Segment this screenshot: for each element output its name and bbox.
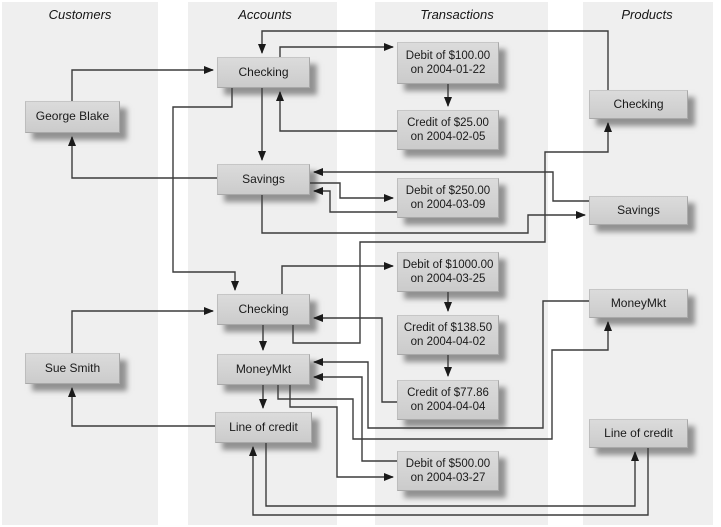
edge-line-of-credit-back-to-product-loc	[265, 443, 639, 507]
column-header-products: Products	[621, 7, 673, 22]
edge-savings-back-to-product-savings	[261, 195, 586, 234]
column-stripe-customers	[2, 2, 158, 525]
edge-checking-george-to-checking-sue	[172, 88, 239, 291]
node-label: Sue Smith	[44, 360, 101, 375]
node-label: MoneyMkt	[610, 295, 667, 310]
edge-product-moneymkt-to-moneymkt	[313, 300, 589, 429]
node-label: Debit of $500.00	[405, 457, 491, 470]
edge-savings-to-debit-250	[310, 182, 394, 202]
node-label: Debit of $250.00	[405, 184, 491, 197]
product-savings: Savings	[589, 196, 688, 225]
account-checking-george: Checking	[217, 57, 310, 88]
edge-credit-25-back-to-checking	[276, 91, 397, 132]
node-label: Debit of $100.00	[405, 49, 491, 62]
edge-checking-sue-back-to-product-checking	[292, 122, 612, 344]
node-label: Credit of $77.86	[407, 386, 489, 399]
column-header-accounts: Accounts	[238, 7, 292, 22]
node-label: Line of credit	[604, 425, 673, 440]
edge-product-loc-to-line-of-credit	[249, 446, 649, 516]
edge-line-of-credit-to-sue-smith	[68, 387, 215, 427]
account-checking-sue: Checking	[217, 294, 310, 325]
txn-credit-77: Credit of $77.86 on 2004-04-04	[397, 380, 499, 420]
edge-sue-smith-to-checking	[71, 307, 214, 353]
edge-debit-250-back-to-savings	[313, 187, 397, 213]
txn-debit-1000: Debit of $1000.00 on 2004-03-25	[397, 252, 499, 292]
node-label: Credit of $25.00	[407, 116, 489, 129]
edge-checking-george-to-debit-100	[279, 43, 394, 57]
node-label-line2: on 2004-03-09	[410, 199, 486, 211]
customer-george-blake: George Blake	[25, 101, 120, 133]
txn-debit-250: Debit of $250.00 on 2004-03-09	[397, 178, 499, 218]
edge-product-savings-to-savings	[313, 168, 589, 202]
txn-debit-500: Debit of $500.00 on 2004-03-27	[397, 451, 499, 491]
product-line-of-credit: Line of credit	[589, 419, 688, 448]
txn-credit-25: Credit of $25.00 on 2004-02-05	[397, 110, 499, 150]
node-label-line2: on 2004-02-05	[410, 131, 486, 143]
txn-debit-100: Debit of $100.00 on 2004-01-22	[397, 42, 499, 84]
node-label: Savings	[617, 202, 660, 217]
account-moneymkt-sue: MoneyMkt	[217, 354, 310, 385]
node-label: Checking	[238, 64, 289, 79]
node-label: Credit of $138.50	[403, 321, 493, 334]
node-label-line2: on 2004-03-27	[410, 472, 486, 484]
edge-credit-77-back-to-checking-sue	[313, 314, 397, 403]
edge-debit-500-back-to-moneymkt	[313, 373, 397, 462]
node-label: George Blake	[35, 109, 110, 124]
node-label: Debit of $1000.00	[402, 258, 494, 271]
edge-george-blake-to-checking	[71, 66, 214, 101]
edge-savings-to-george-blake	[68, 136, 217, 179]
column-header-customers: Customers	[48, 7, 112, 22]
product-moneymkt: MoneyMkt	[589, 289, 688, 318]
node-label-line2: on 2004-01-22	[410, 64, 486, 76]
product-checking: Checking	[589, 90, 688, 119]
node-label: Checking	[613, 96, 664, 111]
node-label-line2: on 2004-04-02	[410, 336, 486, 348]
edge-checking-sue-to-debit-1000	[281, 262, 394, 294]
customer-sue-smith: Sue Smith	[25, 353, 120, 384]
node-label: Checking	[238, 301, 289, 316]
account-line-of-credit-sue: Line of credit	[215, 412, 312, 443]
node-label: MoneyMkt	[235, 361, 292, 376]
account-savings-george: Savings	[217, 164, 310, 195]
edge-product-checking-to-first-account	[258, 30, 609, 90]
node-label-line2: on 2004-03-25	[410, 273, 486, 285]
column-header-transactions: Transactions	[420, 7, 494, 22]
node-label: Savings	[242, 171, 285, 186]
edge-moneymkt-back-to-product-moneymkt	[277, 321, 612, 440]
node-label: Line of credit	[229, 419, 298, 434]
node-label-line2: on 2004-04-04	[410, 401, 486, 413]
txn-credit-138: Credit of $138.50 on 2004-04-02	[397, 315, 499, 355]
